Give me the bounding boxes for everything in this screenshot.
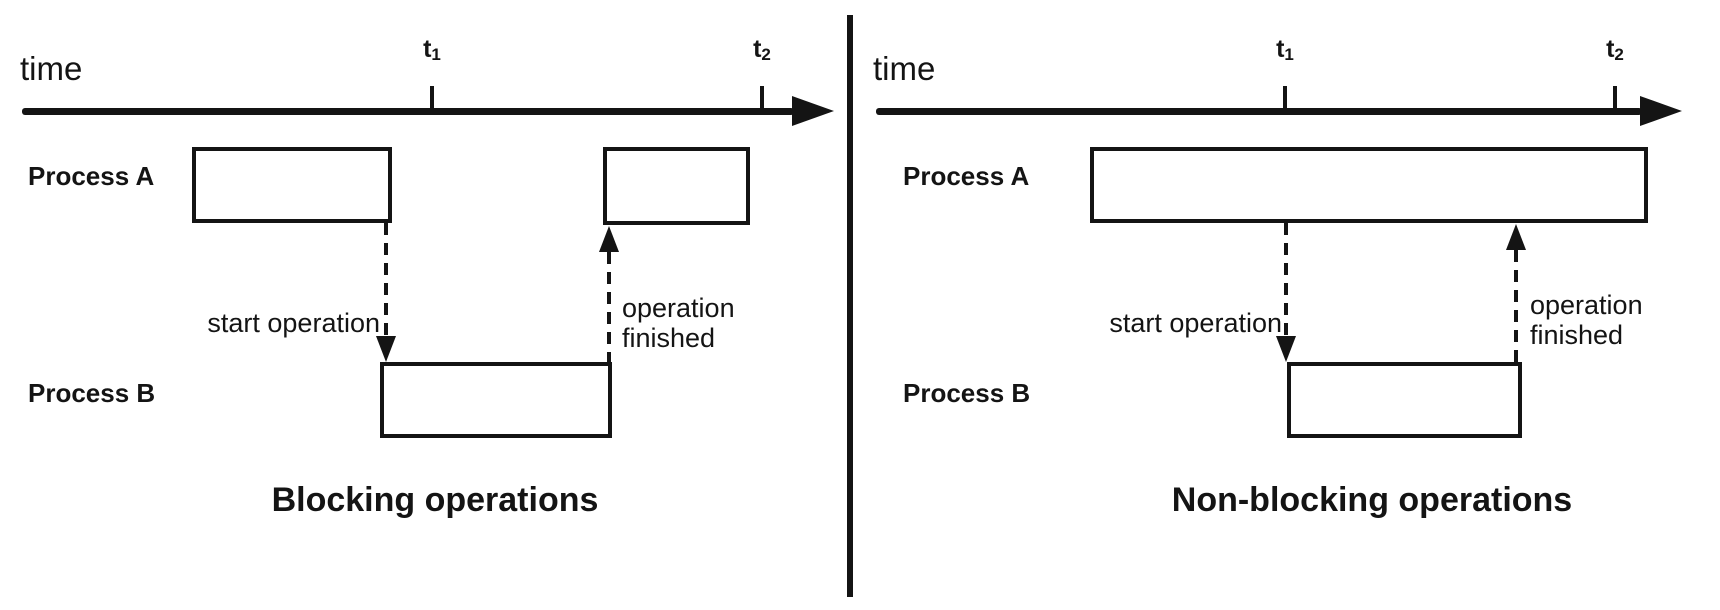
operation-finished-line2: finished — [622, 323, 716, 353]
panel-divider — [847, 15, 853, 597]
tick-t1-base: t — [1276, 35, 1285, 63]
operation-finished-arrowhead-icon — [1506, 224, 1526, 250]
tick-t1 — [430, 86, 434, 109]
start-operation-arrow — [1284, 223, 1288, 335]
start-operation-arrowhead-icon — [376, 336, 396, 362]
tick-t2 — [1613, 86, 1617, 109]
tick-label-t1: t1 — [1260, 36, 1310, 68]
tick-t1-sub: 1 — [431, 45, 441, 64]
tick-t2-sub: 2 — [761, 45, 771, 64]
operation-finished-arrow — [607, 252, 611, 362]
tick-t1 — [1283, 86, 1287, 109]
operation-finished-label: operation finished — [1530, 290, 1643, 350]
process-b-box — [1287, 362, 1522, 438]
operation-finished-line1: operation — [1530, 290, 1643, 320]
operation-finished-arrow — [1514, 250, 1518, 362]
time-axis-line — [876, 108, 1642, 115]
tick-t1-base: t — [423, 35, 432, 63]
tick-t2-sub: 2 — [1614, 45, 1624, 64]
time-axis-line — [22, 108, 794, 115]
tick-t2-base: t — [753, 35, 762, 63]
process-a-box-1 — [192, 147, 392, 223]
process-a-box — [1090, 147, 1648, 223]
time-axis-label: time — [20, 50, 83, 87]
panel-title-nonblocking: Non-blocking operations — [1171, 481, 1573, 519]
tick-t1-sub: 1 — [1284, 45, 1294, 64]
tick-label-t2: t2 — [737, 36, 787, 68]
tick-label-t2: t2 — [1590, 36, 1640, 68]
time-axis-label: time — [873, 50, 936, 87]
tick-t2-base: t — [1606, 35, 1615, 63]
start-operation-arrowhead-icon — [1276, 336, 1296, 362]
tick-label-t1: t1 — [407, 36, 457, 68]
operation-finished-line2: finished — [1530, 320, 1624, 350]
start-operation-label: start operation — [1109, 308, 1282, 338]
tick-t2 — [760, 86, 764, 109]
start-operation-label: start operation — [207, 308, 380, 338]
operation-finished-arrowhead-icon — [599, 226, 619, 252]
process-b-label: Process B — [903, 378, 1031, 408]
process-a-label: Process A — [28, 161, 155, 191]
operation-finished-label: operation finished — [622, 293, 735, 353]
time-axis-arrowhead-icon — [1640, 96, 1682, 126]
process-b-label: Process B — [28, 378, 156, 408]
start-operation-arrow — [384, 223, 388, 335]
process-a-box-2 — [603, 147, 750, 225]
operation-finished-line1: operation — [622, 293, 735, 323]
panel-title-blocking: Blocking operations — [271, 481, 599, 519]
time-axis-arrowhead-icon — [792, 96, 834, 126]
process-b-box — [380, 362, 612, 438]
process-a-label: Process A — [903, 161, 1030, 191]
